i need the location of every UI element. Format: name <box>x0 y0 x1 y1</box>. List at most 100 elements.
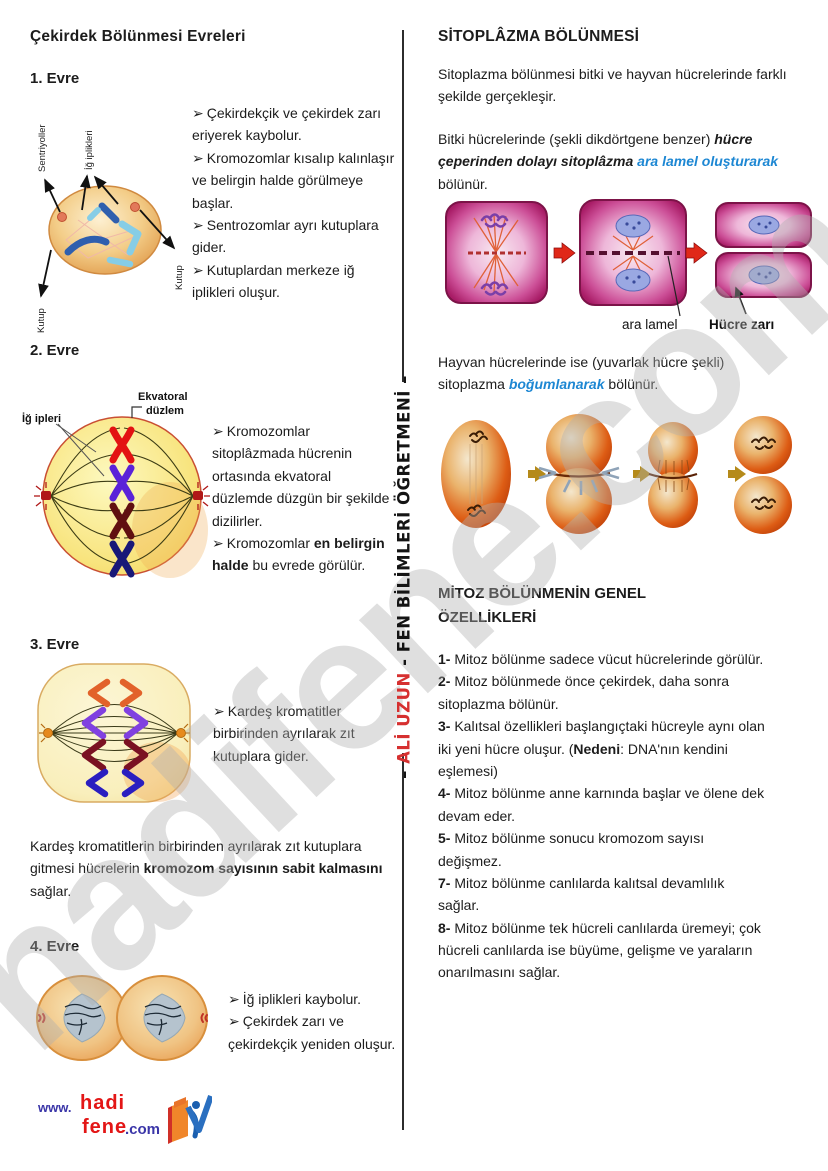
chromosome <box>106 256 134 268</box>
chromosome <box>118 220 142 256</box>
mitosis-features-heading: MİTOZ BÖLÜNMENİN GENEL ÖZELLİKLERİ <box>438 582 788 630</box>
bullet-text-bold: en belirgin halde <box>212 534 385 574</box>
bullet-item: ➢Çekirdek zarı ve çekirdekçik yeniden ol… <box>228 1010 413 1055</box>
phase3-bullets: ➢Kardeş kromatitler birbirinden ayrılara… <box>213 700 393 767</box>
phase3-heading: 3. Evre <box>30 636 80 653</box>
list-item: 5- Mitoz bölünme sonucu kromozom sayısı … <box>438 827 768 872</box>
chromosome <box>87 207 101 221</box>
centrioles-label: Sentriyoller <box>37 124 48 172</box>
list-item: 7- Mitoz bölünme canlılarda kalıtsal dev… <box>438 872 768 917</box>
nucleus <box>748 215 780 235</box>
pole-right <box>176 723 190 743</box>
heading-line1: MİTOZ BÖLÜNMENİN GENEL <box>438 585 647 602</box>
animal-cell-stage3 <box>648 422 698 528</box>
phase2-diagram: İğ ipleri Ekvatoral düzlem <box>22 391 210 578</box>
pole-left <box>34 482 51 510</box>
bullet-text: Kutuplardan merkeze iğ iplikleri oluşur. <box>192 261 355 301</box>
item-number: 1- <box>438 651 451 667</box>
bullet-item: ➢Kardeş kromatitler birbirinden ayrılara… <box>213 700 393 767</box>
item-text: Mitoz bölünme sonucu kromozom sayısı değ… <box>438 830 705 869</box>
phase3-diagram <box>37 663 191 803</box>
logo-com-text: .com <box>125 1121 161 1138</box>
note-text-bold: kromozom sayısının sabit kalmasını <box>143 860 383 877</box>
heading-line2: ÖZELLİKLERİ <box>438 609 537 626</box>
note-text: sağlar. <box>30 882 72 899</box>
stage-arrow-icon <box>728 466 746 482</box>
item-number: 8- <box>438 919 451 936</box>
bullet-item: ➢Kutuplardan merkeze iğ iplikleri oluşur… <box>192 259 400 304</box>
right-column-title: SİTOPLÂZMA BÖLÜNMESİ <box>438 28 640 45</box>
nucleus <box>143 993 186 1043</box>
item-text: : DNA'nın kendini eşlemesi) <box>438 740 728 779</box>
paragraph-text: bölünür. <box>438 175 488 192</box>
spindle-fibers-label: İğ ipleri <box>22 412 61 425</box>
note-text: Kardeş kromatitlerin birbirinden ayrılar… <box>30 838 362 877</box>
column-divider-top <box>402 30 404 382</box>
list-item: 2- Mitoz bölünmede önce çekirdek, daha s… <box>438 670 768 715</box>
animal-cell-division-figure <box>441 414 792 534</box>
ara-lamel-label: ara lamel <box>622 317 678 332</box>
centriole-remnant <box>38 1013 208 1023</box>
phase1-diagram: Sentriyoller İğ iplikleri Kutup Kutup <box>36 124 185 333</box>
bullet-item: ➢Sentrozomlar ayrı kutuplara gider. <box>192 214 400 259</box>
author-dash-top: – <box>394 763 414 779</box>
centriole <box>57 212 67 222</box>
bullet-text: bu evrede görülür. <box>248 557 366 574</box>
logo-fene-text: fene <box>82 1116 128 1138</box>
bullet-text: Sentrozomlar ayrı kutuplara gider. <box>192 216 379 256</box>
phase1-heading: 1. Evre <box>30 70 80 87</box>
pole-arrow <box>38 249 52 298</box>
column-divider-bottom <box>402 753 404 1130</box>
phase3-note: Kardeş kromatitlerin birbirinden ayrılar… <box>30 835 400 902</box>
equatorial-plane-label-1: Ekvatoral <box>138 391 188 403</box>
arrow-bullet-icon: ➢ <box>228 1013 240 1030</box>
chromatids <box>81 678 149 798</box>
list-item: 4- Mitoz bölünme anne karnında başlar ve… <box>438 782 768 827</box>
ara-lamel-pointer <box>667 255 681 317</box>
list-item: 1- Mitoz bölünme sadece vücut hücrelerin… <box>438 648 768 670</box>
nucleus <box>63 993 106 1043</box>
author-name: ALİ UZUN <box>394 672 414 764</box>
bullet-item: ➢Çekirdekçik ve çekirdek zarı eriyerek k… <box>192 102 400 147</box>
spindle-fibers-label: İğ iplikleri <box>84 130 95 170</box>
item-number: 2- <box>438 673 451 690</box>
item-number: 7- <box>438 874 451 891</box>
author-dash-bottom: – <box>394 375 414 391</box>
arrow-bullet-icon: ➢ <box>213 703 225 719</box>
item-number: 4- <box>438 785 451 802</box>
furrow-arrows <box>538 466 620 495</box>
phase2-bullets: ➢Kromozomlar sitoplâzmada hücrenin ortas… <box>212 420 390 577</box>
nucleus <box>615 214 651 238</box>
animal-cell-stage4 <box>734 416 792 534</box>
bullet-item: ➢İğ iplikleri kaybolur. <box>228 988 413 1010</box>
item-text: Mitoz bölünme tek hücreli canlılarda üre… <box>438 919 761 981</box>
spindle-arrow <box>93 175 119 205</box>
spindle-arrow <box>79 174 91 211</box>
bullet-text: Kromozomlar kısalıp kalınlaşır ve belirg… <box>192 149 395 211</box>
item-text: Kalıtsal özellikleri başlangıçtaki hücre… <box>438 718 765 757</box>
stage-arrow-icon <box>685 242 708 264</box>
left-column-title: Çekirdek Bölünmesi Evreleri <box>30 28 246 45</box>
spindle-fibers <box>50 704 179 762</box>
arrow-bullet-icon: ➢ <box>192 261 204 278</box>
paragraph-text: Bitki hücrelerinde (şekli dikdörtgene be… <box>438 131 715 147</box>
pole-arrow <box>139 209 176 250</box>
hucre-zari-pointer <box>734 286 747 315</box>
paragraph-text-bold-italic: hücre çeperinden dolayı sitoplâzma <box>438 131 753 170</box>
item-text-bold: Nedeni <box>573 740 621 757</box>
nucleus <box>748 265 780 285</box>
animal-cell-stage1 <box>441 420 511 528</box>
animal-cell-stage2 <box>538 414 620 534</box>
plant-cell-division-figure: ara lamel Hücre zarı <box>445 199 812 332</box>
plant-cell-stage1 <box>445 201 548 304</box>
arrow-bullet-icon: ➢ <box>192 216 204 233</box>
list-item: 8- Mitoz bölünme tek hücreli canlılarda … <box>438 917 768 984</box>
cell-body <box>48 185 162 275</box>
phase4-bullets: ➢İğ iplikleri kaybolur. ➢Çekirdek zarı v… <box>228 988 413 1055</box>
arrow-bullet-icon: ➢ <box>212 534 224 551</box>
pole-left <box>39 723 53 743</box>
author-vertical-strip: – ALİ UZUN - FEN BİLİMLERİ ÖĞRETMENİ – <box>395 375 414 779</box>
plant-cell-stage2 <box>579 199 687 306</box>
item-text: Mitoz bölünme canlılarda kalıtsal devaml… <box>438 874 725 914</box>
author-title: FEN BİLİMLERİ ÖĞRETMENİ <box>394 390 414 653</box>
